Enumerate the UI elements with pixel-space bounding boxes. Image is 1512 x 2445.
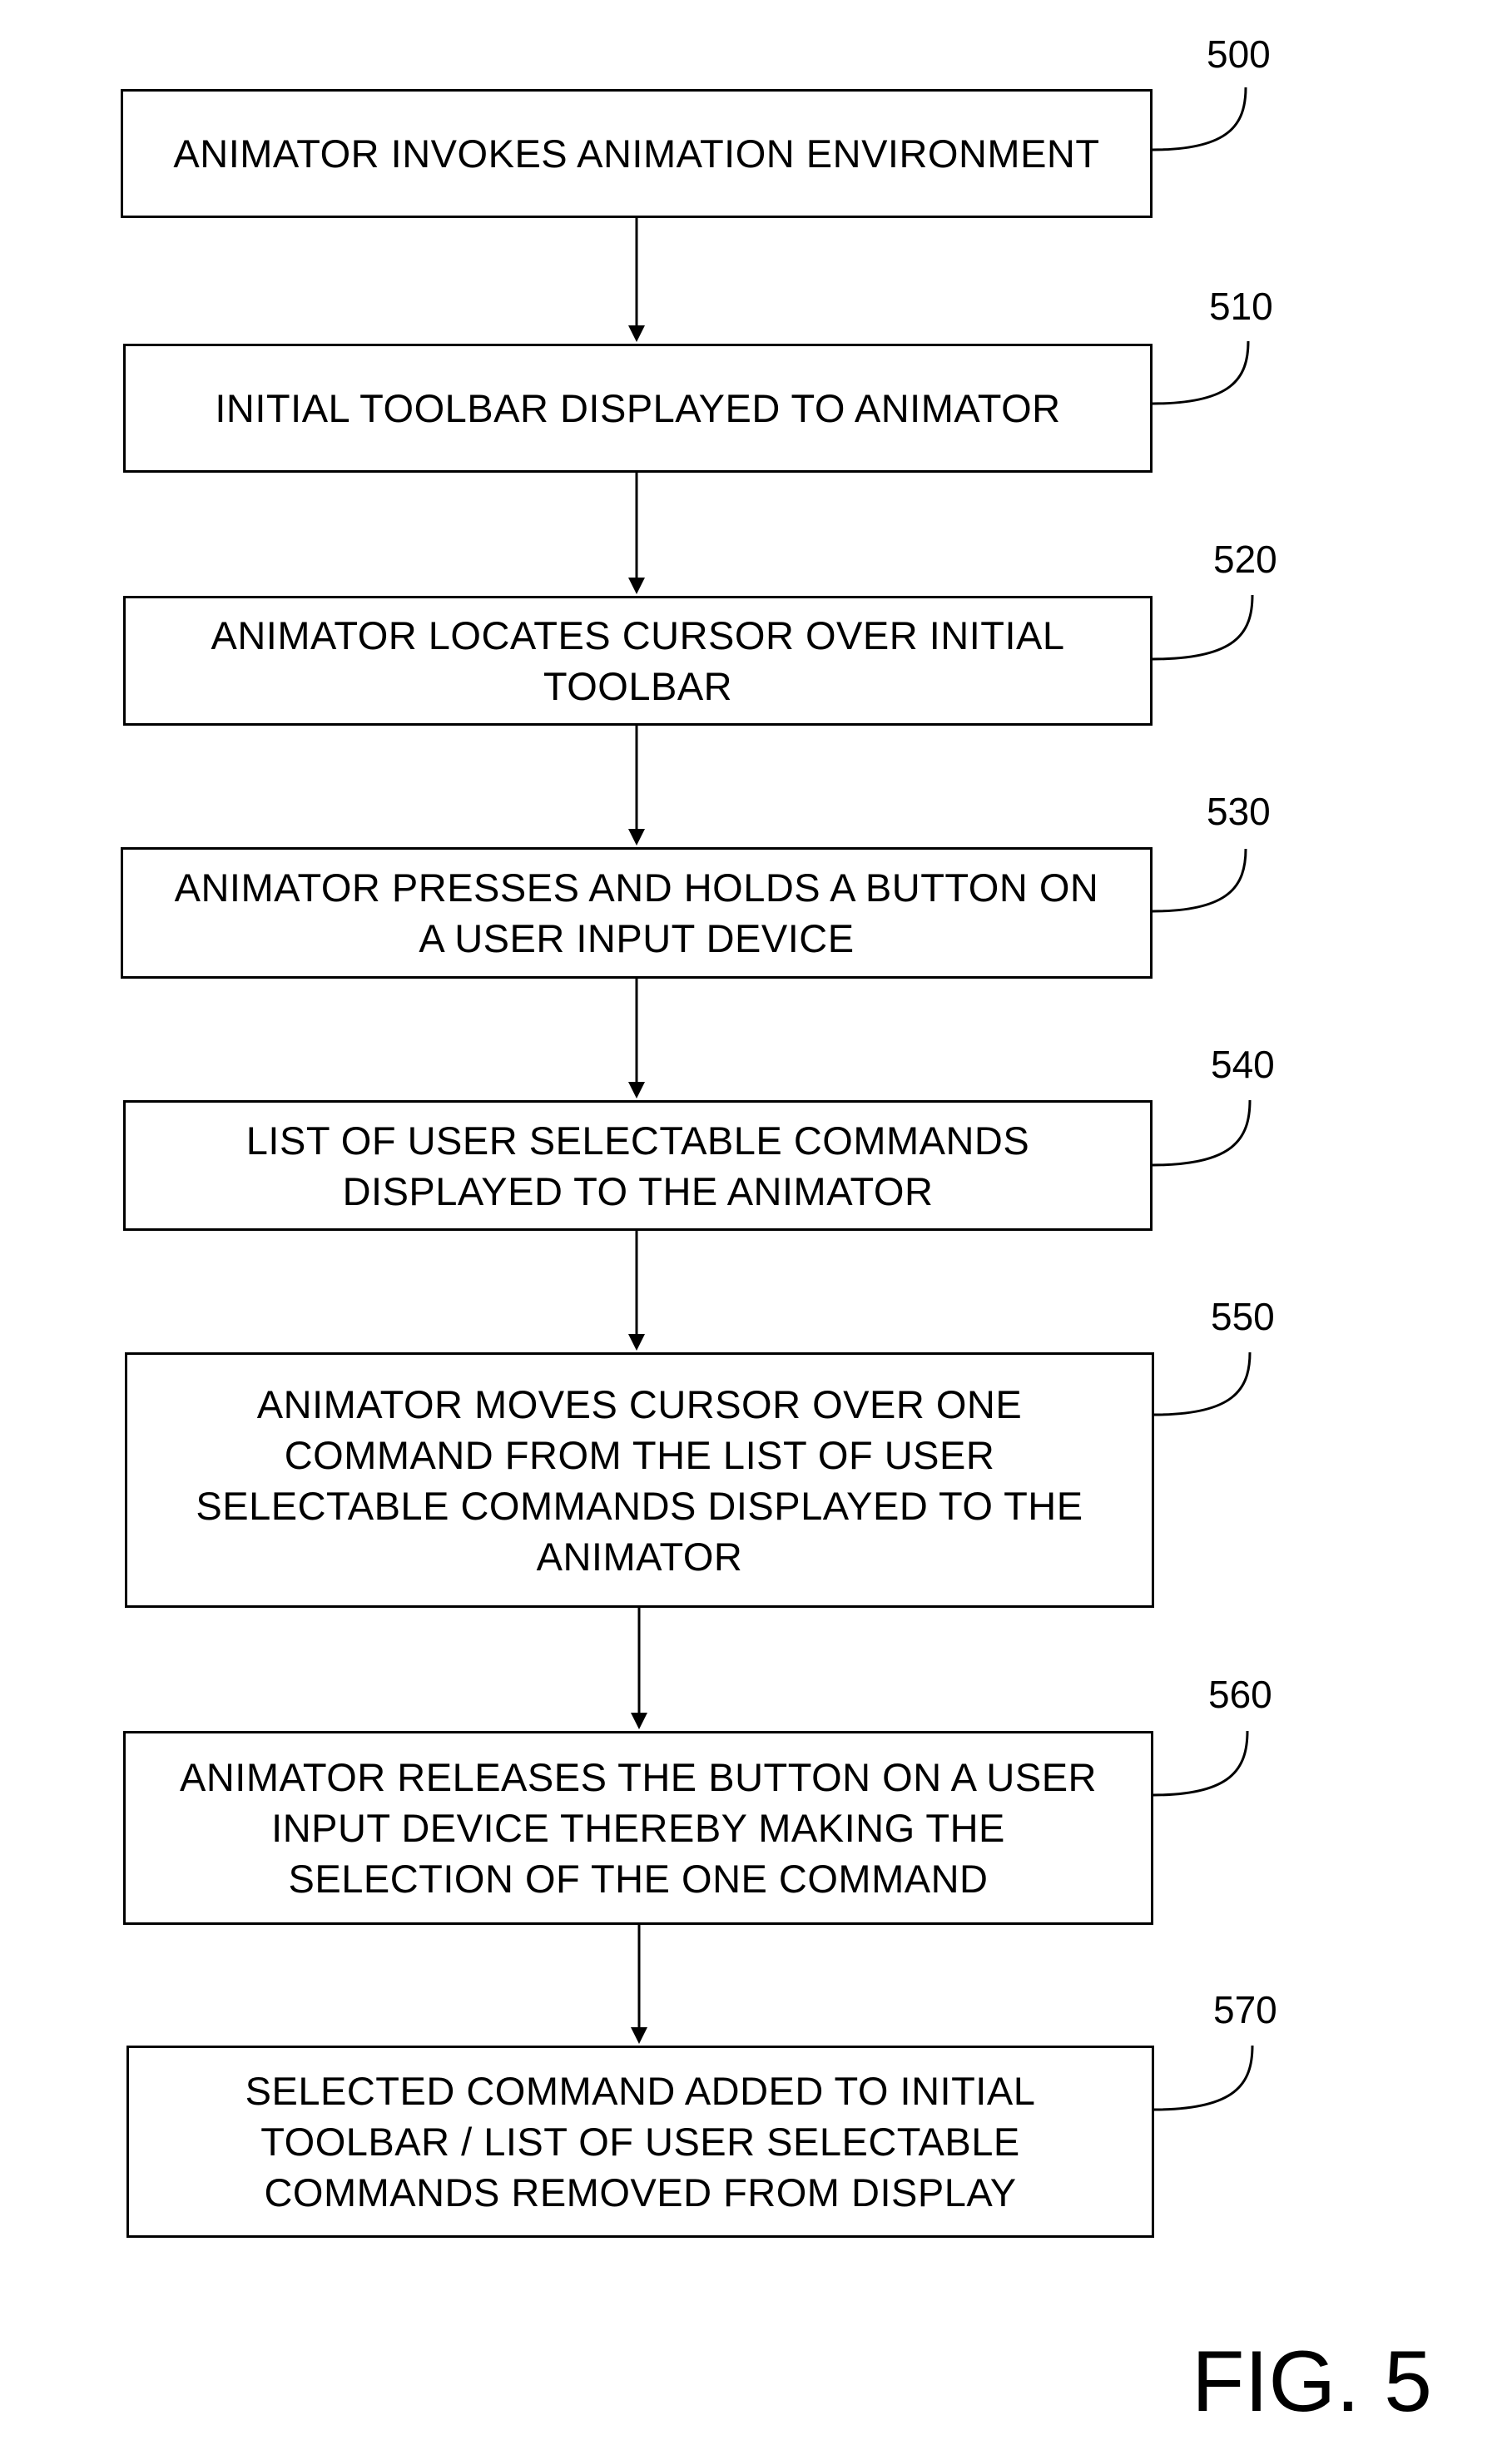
step-text-530: ANIMATOR PRESSES AND HOLDS A BUTTON ON A… [175,862,1099,964]
figure-label: FIG. 5 [1192,2336,1432,2428]
arrowhead [628,1334,645,1351]
step-box-510: INITIAL TOOLBAR DISPLAYED TO ANIMATOR [123,344,1153,473]
step-text-540: LIST OF USER SELECTABLE COMMANDS DISPLAY… [246,1115,1029,1217]
arrowhead [628,829,645,846]
arrowhead [628,578,645,594]
step-box-560: ANIMATOR RELEASES THE BUTTON ON A USER I… [123,1731,1153,1925]
ref-number-560: 560 [1208,1674,1272,1715]
arrowhead [628,1082,645,1099]
ref-number-530: 530 [1207,791,1271,832]
step-box-550: ANIMATOR MOVES CURSOR OVER ONE COMMAND F… [125,1352,1154,1608]
arrowhead [631,2027,647,2044]
arrowhead [628,325,645,342]
ref-number-500: 500 [1207,33,1271,75]
leader-line [1154,2046,1252,2110]
arrowhead [631,1713,647,1729]
step-box-540: LIST OF USER SELECTABLE COMMANDS DISPLAY… [123,1100,1153,1231]
ref-number-520: 520 [1213,538,1277,580]
step-text-560: ANIMATOR RELEASES THE BUTTON ON A USER I… [180,1752,1097,1904]
leader-line [1154,1352,1250,1415]
step-box-520: ANIMATOR LOCATES CURSOR OVER INITIAL TOO… [123,596,1153,726]
step-text-550: ANIMATOR MOVES CURSOR OVER ONE COMMAND F… [196,1379,1083,1582]
leader-line [1153,1731,1247,1795]
leader-line [1153,87,1246,150]
leader-line [1153,341,1248,404]
step-box-530: ANIMATOR PRESSES AND HOLDS A BUTTON ON A… [121,847,1153,979]
step-box-500: ANIMATOR INVOKES ANIMATION ENVIRONMENT [121,89,1153,218]
step-text-570: SELECTED COMMAND ADDED TO INITIAL TOOLBA… [245,2066,1036,2218]
step-text-500: ANIMATOR INVOKES ANIMATION ENVIRONMENT [173,128,1099,179]
ref-number-540: 540 [1211,1044,1275,1085]
leader-line [1153,595,1252,659]
ref-number-570: 570 [1213,1989,1277,2031]
leader-line [1153,849,1246,911]
step-text-520: ANIMATOR LOCATES CURSOR OVER INITIAL TOO… [211,610,1064,712]
ref-number-550: 550 [1211,1296,1275,1337]
step-text-510: INITIAL TOOLBAR DISPLAYED TO ANIMATOR [215,383,1060,434]
step-box-570: SELECTED COMMAND ADDED TO INITIAL TOOLBA… [126,2046,1154,2238]
ref-number-510: 510 [1209,285,1273,327]
leader-line [1153,1100,1250,1165]
